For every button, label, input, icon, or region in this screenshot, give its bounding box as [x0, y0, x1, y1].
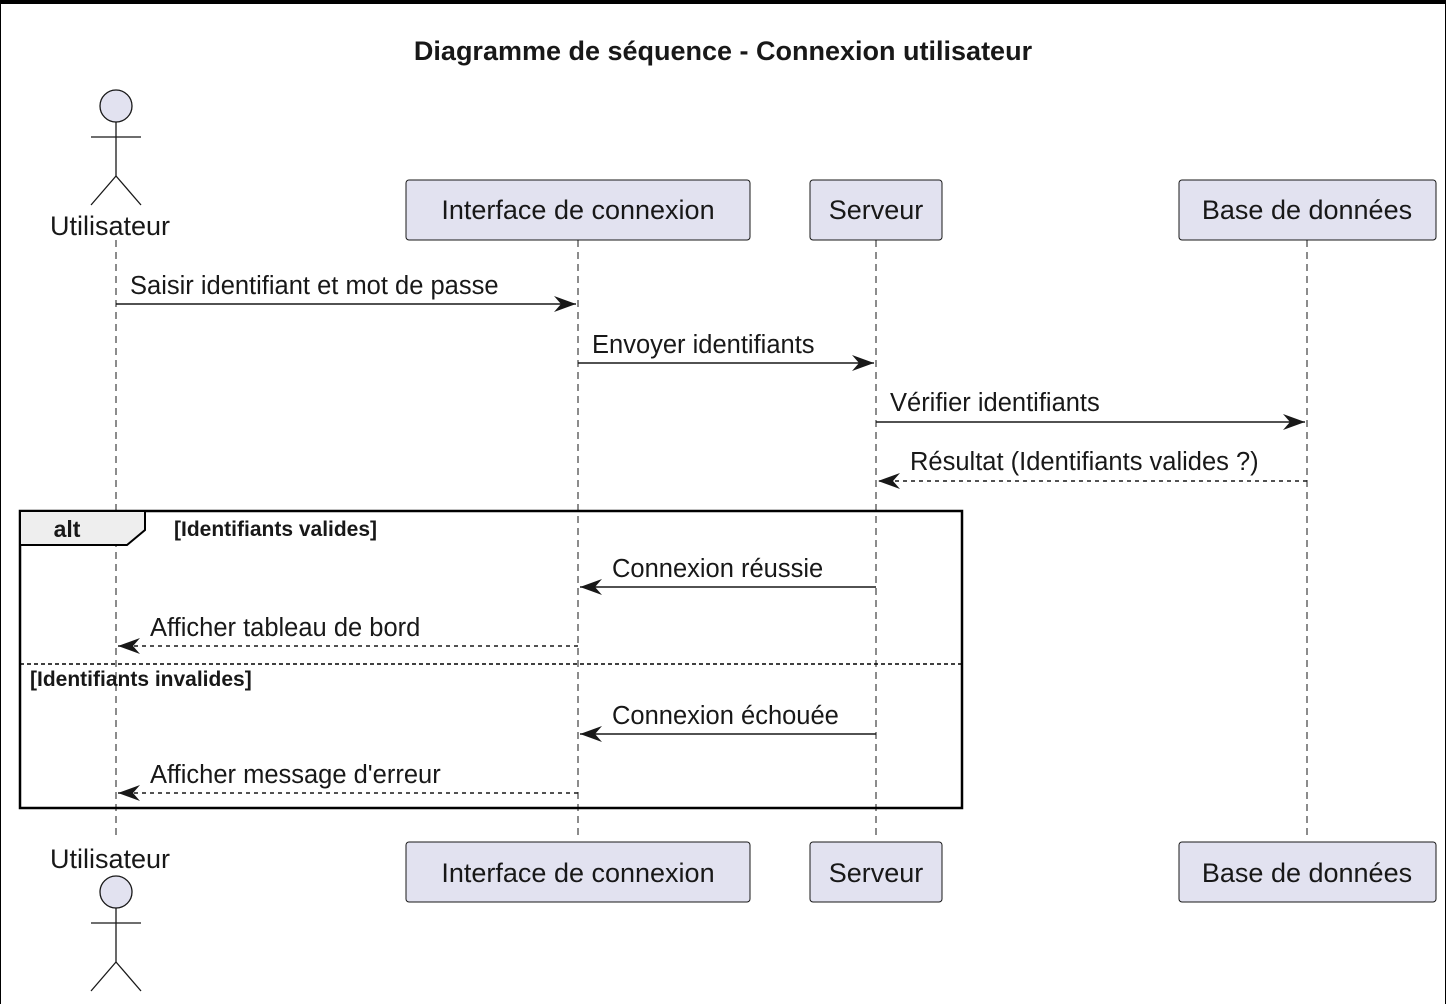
- participant-server-bottom: Serveur: [809, 841, 943, 903]
- message-label-3: Vérifier identifiants: [890, 389, 1100, 417]
- participant-db-top: Base de données: [1178, 179, 1437, 241]
- participant-db-bottom-label: Base de données: [1202, 858, 1412, 888]
- message-label-2: Envoyer identifiants: [592, 331, 815, 359]
- actor-user-bottom-icon: [90, 875, 142, 992]
- participant-ui-top-label: Interface de connexion: [441, 195, 714, 225]
- message-label-1: Saisir identifiant et mot de passe: [130, 272, 499, 300]
- participant-ui-bottom-label: Interface de connexion: [441, 858, 714, 888]
- message-label-4: Résultat (Identifiants valides ?): [910, 448, 1259, 476]
- alt-guard-1: [Identifiants valides]: [174, 518, 377, 541]
- message-label-6: Afficher tableau de bord: [150, 614, 420, 642]
- alt-keyword: alt: [54, 516, 81, 542]
- participant-server-top-label: Serveur: [829, 195, 924, 225]
- message-label-5: Connexion réussie: [612, 555, 823, 583]
- participant-server-bottom-label: Serveur: [829, 858, 924, 888]
- message-label-8: Afficher message d'erreur: [150, 761, 441, 789]
- actor-user-top-icon: [90, 89, 142, 206]
- actor-user-bottom-label: Utilisateur: [50, 844, 170, 874]
- diagram-title: Diagramme de séquence - Connexion utilis…: [414, 36, 1033, 66]
- actor-user-top-label: Utilisateur: [50, 211, 170, 241]
- message-label-7: Connexion échouée: [612, 702, 839, 730]
- alt-guard-2: [Identifiants invalides]: [30, 668, 252, 691]
- participant-server-top: Serveur: [809, 179, 943, 241]
- participant-ui-top: Interface de connexion: [405, 179, 751, 241]
- alt-fragment: alt [Identifiants valides] [Identifiants…: [18, 509, 964, 810]
- participant-db-bottom: Base de données: [1178, 841, 1437, 903]
- participant-ui-bottom: Interface de connexion: [405, 841, 751, 903]
- participant-db-top-label: Base de données: [1202, 195, 1412, 225]
